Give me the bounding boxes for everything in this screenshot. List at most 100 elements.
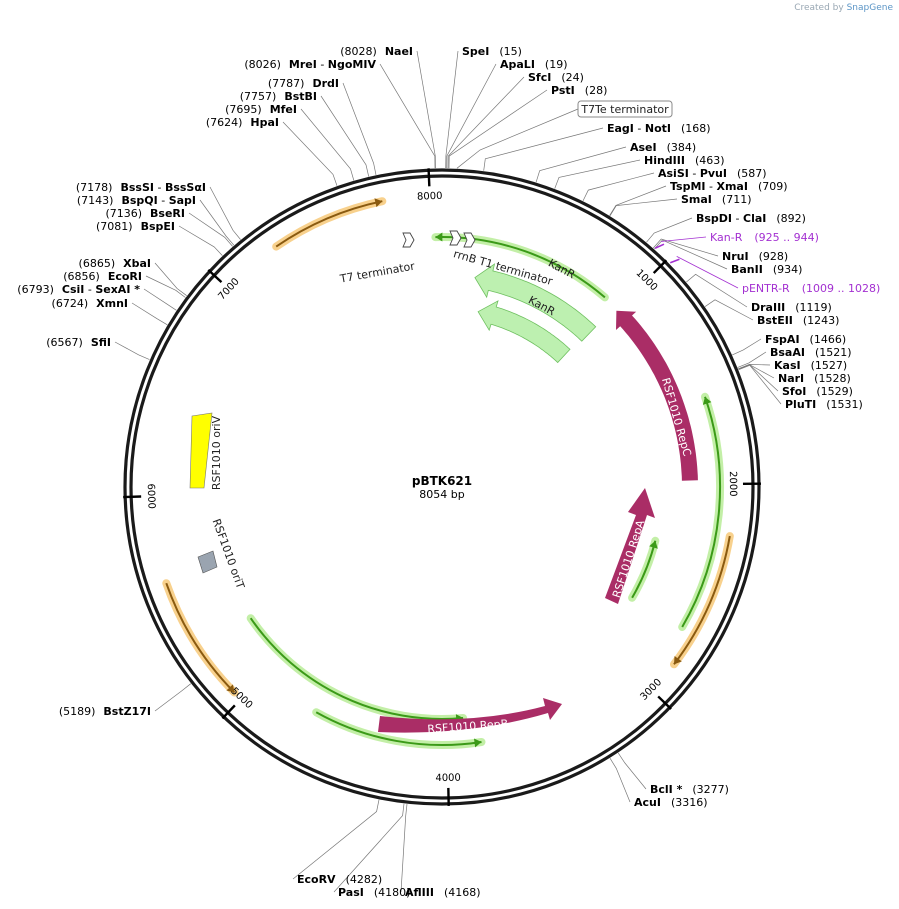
site-leader-banii [654, 239, 728, 270]
kanr-arrow-outer[interactable] [474, 263, 597, 342]
site-leader-asisi [582, 172, 655, 202]
orange-track-left-arrowhead [226, 684, 235, 693]
site-label-xmni[interactable]: (6724)XmnI [52, 297, 128, 310]
site-label-bseri[interactable]: (7136)BseRI [105, 207, 185, 220]
primer-label-kan-r[interactable]: Kan-R(925 .. 944) [710, 231, 819, 244]
site-label-hpai[interactable]: (7624)HpaI [206, 116, 279, 129]
site-leader-ecori [145, 275, 186, 298]
ruler-tick-label-2000: 2000 [727, 471, 738, 497]
leader-lines [114, 50, 782, 893]
repc-arrow[interactable] [616, 310, 698, 481]
site-leader-csii [143, 288, 177, 311]
site-label-pluti[interactable]: PluTI(1531) [785, 398, 863, 411]
site-label-naei[interactable]: (8028)NaeI [340, 45, 413, 58]
site-leader-sfoi [738, 364, 779, 392]
oriv-block[interactable] [189, 412, 213, 489]
backbone-outer-strand [123, 168, 761, 806]
site-label-banii[interactable]: BanII(934) [731, 263, 802, 276]
orit-block[interactable] [197, 550, 218, 574]
site-label-mfei[interactable]: (7695)MfeI [225, 103, 297, 116]
site-label-eagi[interactable]: EagI - NotI(168) [607, 122, 711, 135]
site-label-mrei[interactable]: (8026)MreI - NgoMIV [244, 58, 376, 71]
site-label-apali[interactable]: ApaLI(19) [500, 58, 568, 71]
primer-label-pentr-r[interactable]: pENTR-R(1009 .. 1028) [742, 282, 880, 295]
site-label-sfoi[interactable]: SfoI(1529) [782, 385, 853, 398]
orf-right-arrowhead [702, 396, 712, 405]
site-label-asei[interactable]: AseI(384) [630, 141, 696, 154]
site-leader-apali [446, 63, 497, 169]
site-label-acui[interactable]: AcuI(3316) [634, 796, 708, 809]
site-label-csii[interactable]: (6793)CsiI - SexAI * [17, 283, 140, 296]
t7te-terminator-callout[interactable]: T7Te terminator [577, 100, 673, 118]
site-label-bcli[interactable]: BclI *(3277) [650, 783, 729, 796]
site-label-bsaai[interactable]: BsaAI(1521) [770, 346, 852, 359]
brand-name: SnapGene [846, 3, 893, 13]
orf-right-inner-arrowhead [649, 540, 658, 549]
site-label-bstbi[interactable]: (7757)BstBI [240, 90, 317, 103]
site-label-bspei[interactable]: (7081)BspEI [96, 220, 175, 233]
site-label-draiii[interactable]: DraIII(1119) [751, 301, 832, 314]
orange-track-top-left-arrowhead [374, 198, 383, 208]
site-label-pasi[interactable]: PasI(4180) [338, 886, 410, 899]
orange-track-top-left[interactable] [275, 200, 383, 248]
ruler-tick-3000 [657, 695, 672, 710]
orit-label[interactable]: RSF1010 oriT [210, 517, 247, 591]
orange-track-left[interactable] [165, 582, 236, 694]
ruler-tick-1000 [652, 259, 668, 274]
site-label-spei[interactable]: SpeI(15) [462, 45, 522, 58]
site-leader-smai [609, 198, 678, 216]
site-label-asisi[interactable]: AsiSI - PvuI(587) [658, 167, 767, 180]
snapgene-brand: Created by SnapGene [794, 3, 893, 13]
ruler-tick-8000 [427, 168, 431, 187]
primer-marker-kan-r[interactable] [654, 243, 665, 249]
site-label-nrui[interactable]: NruI(928) [722, 250, 788, 263]
site-label-sfii[interactable]: (6567)SfiI [46, 336, 111, 349]
site-label-bstz17i[interactable]: (5189)BstZ17I [59, 705, 151, 718]
oriv-label[interactable]: RSF1010 oriV [210, 415, 223, 490]
site-labels[interactable]: SpeI(15)ApaLI(19)SfcI(24)PstI(28) EagI - … [17, 45, 880, 899]
orange-track-right[interactable] [673, 535, 731, 665]
t7-terminator-arrow[interactable] [402, 232, 415, 248]
site-label-bsteii[interactable]: BstEII(1243) [757, 314, 839, 327]
site-label-hindiii[interactable]: HindIII(463) [644, 154, 725, 167]
site-label-tspmi[interactable]: TspMI - XmaI(709) [670, 180, 788, 193]
site-label-afliii[interactable]: AflIII(4168) [405, 886, 481, 899]
orange-track-right-arrowhead [673, 656, 682, 665]
primer-marker-pentr-r[interactable] [669, 258, 680, 264]
ruler-tick-label-8000: 8000 [417, 191, 443, 203]
kanr-arrow-inner[interactable] [477, 300, 571, 364]
repb-label[interactable]: RSF1010 RepB [427, 717, 509, 736]
orf-bottom-outer[interactable] [315, 711, 482, 747]
site-label-ecorv[interactable]: EcoRV(4282) [297, 873, 382, 886]
rrnb-terminator-arrow-1[interactable] [449, 230, 462, 246]
site-leader-hpai [282, 121, 338, 186]
rrnb-terminator-arrow-2[interactable] [463, 232, 476, 248]
site-leader-bstz17i [154, 683, 192, 712]
site-label-psti[interactable]: PstI(28) [551, 84, 607, 97]
site-leader-bsaai [737, 351, 767, 368]
site-label-xbai[interactable]: (6865)XbaI [79, 257, 151, 270]
plasmid-size: 8054 bp [419, 488, 464, 501]
site-label-smai[interactable]: SmaI(711) [681, 193, 752, 206]
ruler-tick-5000 [221, 704, 236, 720]
site-label-ecori[interactable]: (6856)EcoRI [63, 270, 142, 283]
repa-arrow[interactable] [605, 488, 655, 604]
site-label-bspqi[interactable]: (7143)BspQI - SapI [77, 194, 196, 207]
brand-created-by: Created by [794, 3, 844, 13]
plasmid-name: pBTK621 [412, 474, 472, 488]
site-leader-bspei [178, 225, 223, 256]
orf-right[interactable] [681, 396, 722, 628]
site-leader-bcli [617, 752, 647, 790]
site-label-nari[interactable]: NarI(1528) [778, 372, 851, 385]
orf-bottom-inner[interactable] [249, 617, 464, 720]
site-label-fspai[interactable]: FspAI(1466) [765, 333, 846, 346]
orange-track-right-glow [670, 532, 734, 669]
site-label-bsssi[interactable]: (7178)BssSI - BssSαI [76, 181, 206, 194]
repb-arrow[interactable] [378, 698, 562, 733]
site-label-drdi[interactable]: (7787)DrdI [268, 77, 339, 90]
site-label-bspdi[interactable]: BspDI - ClaI(892) [696, 212, 806, 225]
site-label-sfci[interactable]: SfcI(24) [528, 71, 584, 84]
site-label-kasi[interactable]: KasI(1527) [774, 359, 847, 372]
t7-terminator-label[interactable]: T7 terminator [338, 259, 416, 285]
